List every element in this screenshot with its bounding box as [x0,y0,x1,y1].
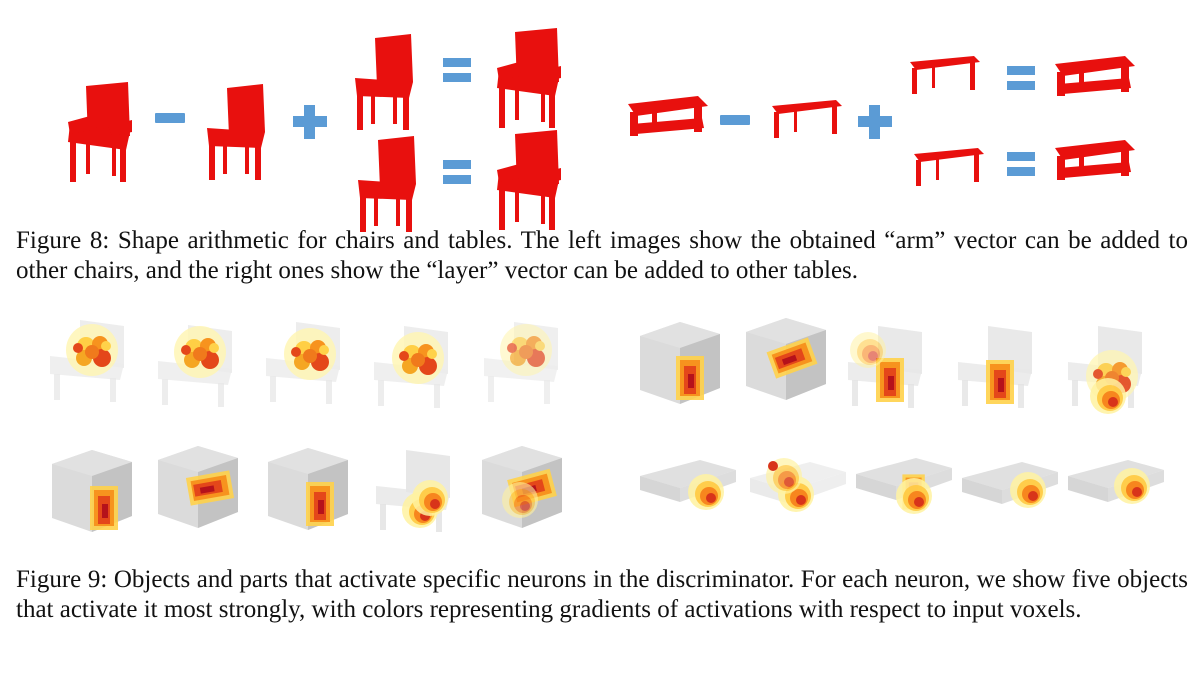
table-with-layer [628,96,708,136]
equals-operator-bottom [1007,152,1035,176]
equals-operator-bottom [443,160,471,184]
plus-operator [293,105,327,139]
neuron-object [1068,326,1142,414]
neuron-object [750,458,846,512]
neuron-object [158,325,232,407]
chair-with-arms [68,82,132,182]
neuron-object [374,326,448,408]
table-result-top [1055,56,1135,96]
neuron-object [266,322,340,404]
minus-operator [155,113,185,123]
figure-9-caption: Figure 9: Objects and parts that activat… [16,566,1188,623]
minus-operator [720,115,750,125]
fig8-chairs-arithmetic [68,28,561,232]
table-input-bottom [914,148,984,186]
table-plain [772,100,842,138]
fig9-neuron-group-2 [640,318,1142,414]
chair-result-bottom [497,130,561,230]
neuron-object [746,318,826,400]
neuron-object [52,450,132,532]
neuron-object [958,326,1032,408]
chair-plain [207,84,265,180]
fig8-tables-arithmetic [628,56,1135,186]
figure-8-caption: Figure 8: Shape arithmetic for chairs an… [16,227,1188,284]
neuron-object [848,326,922,408]
neuron-object [1068,460,1164,504]
neuron-object [482,446,562,528]
neuron-object [268,448,348,530]
table-input-top [910,56,980,94]
equals-operator-top [1007,66,1035,90]
neuron-object [962,462,1058,508]
plus-operator [858,105,892,139]
neuron-object [376,450,450,532]
chair-input-top [355,34,413,130]
fig9-neuron-group-4 [640,458,1164,514]
neuron-object [50,320,124,402]
chair-input-bottom [358,136,416,232]
fig9-neuron-group-1 [50,320,558,408]
neuron-object [484,322,558,404]
equals-operator-top [443,58,471,82]
neuron-object [640,460,736,510]
chair-result-top [497,28,561,128]
fig9-neuron-group-3 [52,446,562,532]
neuron-object [856,458,952,514]
table-result-bottom [1055,140,1135,180]
neuron-object [158,446,238,528]
neuron-object [640,322,720,404]
